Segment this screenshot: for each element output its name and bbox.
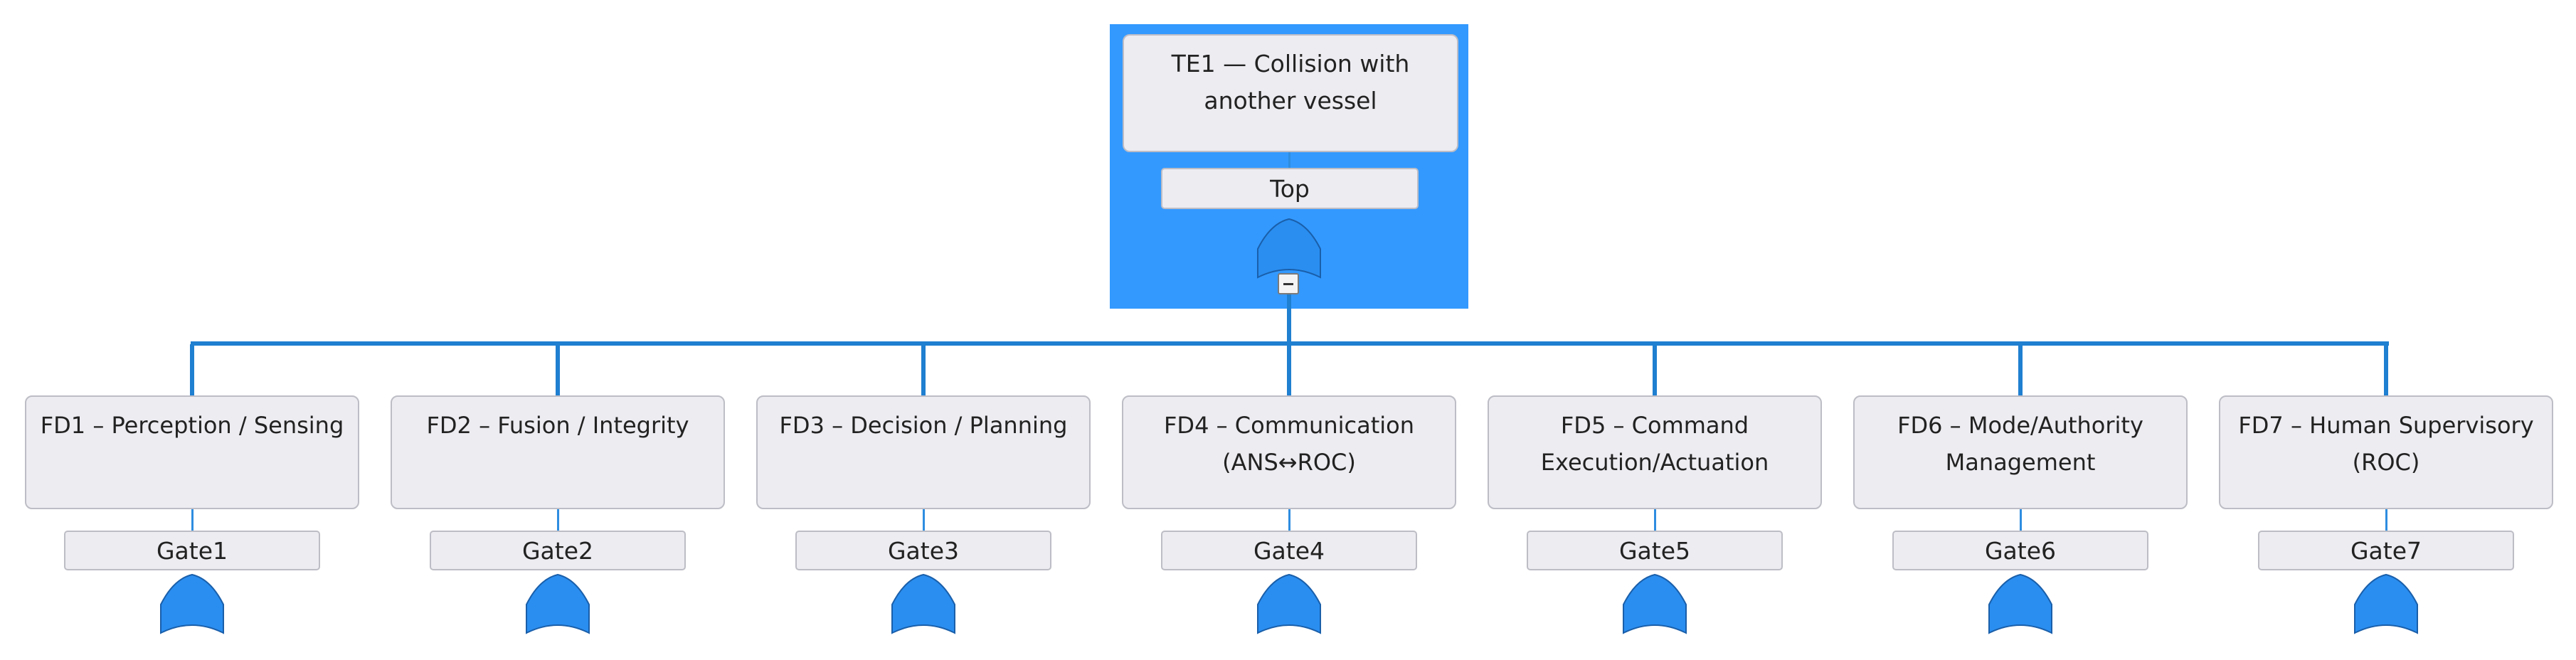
child-gate-label-text: Gate2 bbox=[521, 536, 594, 565]
branch-connector bbox=[2384, 344, 2388, 395]
child-gate-label-text: Gate5 bbox=[1618, 536, 1691, 565]
or-gate-icon[interactable] bbox=[891, 573, 956, 634]
child-event-box[interactable]: FD2 – Fusion / Integrity bbox=[391, 395, 725, 509]
child-event-box[interactable]: FD1 – Perception / Sensing bbox=[25, 395, 359, 509]
child-event-title: FD3 – Decision / Planning bbox=[779, 412, 1068, 439]
top-event-box[interactable]: TE1 — Collision with another vessel bbox=[1123, 34, 1458, 152]
child-gate-label[interactable]: Gate4 bbox=[1161, 531, 1417, 570]
child-gate-label[interactable]: Gate2 bbox=[430, 531, 686, 570]
child-event-box[interactable]: FD3 – Decision / Planning bbox=[756, 395, 1091, 509]
child-gate-label[interactable]: Gate3 bbox=[795, 531, 1051, 570]
gate-connector bbox=[1288, 509, 1290, 531]
gate-connector bbox=[557, 509, 559, 531]
trunk-connector bbox=[1287, 294, 1291, 346]
child-gate-label-text: Gate6 bbox=[1984, 536, 2057, 565]
child-gate-label[interactable]: Gate5 bbox=[1527, 531, 1783, 570]
branch-connector bbox=[556, 344, 560, 395]
child-event-title: FD5 – Command Execution/Actuation bbox=[1540, 412, 1769, 476]
minus-icon bbox=[1283, 282, 1293, 285]
child-event-box[interactable]: FD4 – Communication (ANS↔ROC) bbox=[1122, 395, 1456, 509]
child-gate-label-text: Gate7 bbox=[2350, 536, 2422, 565]
or-gate-icon[interactable] bbox=[159, 573, 225, 634]
or-gate-icon[interactable] bbox=[2353, 573, 2419, 634]
or-gate-icon[interactable] bbox=[1256, 573, 1322, 634]
child-event-title: FD6 – Mode/Authority Management bbox=[1897, 412, 2143, 476]
child-event-title: FD4 – Communication (ANS↔ROC) bbox=[1164, 412, 1414, 476]
branch-connector bbox=[921, 344, 926, 395]
child-gate-label[interactable]: Gate7 bbox=[2258, 531, 2514, 570]
top-event-title: TE1 — Collision with another vessel bbox=[1171, 50, 1410, 115]
gate-connector bbox=[2020, 509, 2022, 531]
gate-connector bbox=[191, 509, 194, 531]
top-event-connector bbox=[1288, 152, 1290, 169]
child-event-title: FD7 – Human Supervisory (ROC) bbox=[2238, 412, 2534, 476]
branch-connector bbox=[190, 344, 194, 395]
child-event-title: FD2 – Fusion / Integrity bbox=[426, 412, 689, 439]
or-gate-icon[interactable] bbox=[1988, 573, 2053, 634]
gate-connector bbox=[923, 509, 925, 531]
gate-connector bbox=[2385, 509, 2387, 531]
child-gate-label-text: Gate1 bbox=[156, 536, 228, 565]
collapse-button[interactable] bbox=[1278, 273, 1299, 294]
or-gate-icon[interactable] bbox=[1622, 573, 1687, 634]
child-gate-label-text: Gate3 bbox=[887, 536, 960, 565]
gate-connector bbox=[1654, 509, 1656, 531]
child-event-box[interactable]: FD6 – Mode/Authority Management bbox=[1853, 395, 2188, 509]
child-event-box[interactable]: FD5 – Command Execution/Actuation bbox=[1488, 395, 1822, 509]
horizontal-bus bbox=[191, 341, 2389, 346]
branch-connector bbox=[1287, 344, 1291, 395]
child-gate-label[interactable]: Gate1 bbox=[64, 531, 320, 570]
child-event-box[interactable]: FD7 – Human Supervisory (ROC) bbox=[2219, 395, 2553, 509]
or-gate-icon[interactable] bbox=[525, 573, 590, 634]
child-event-title: FD1 – Perception / Sensing bbox=[40, 412, 344, 439]
top-gate-label-text: Top bbox=[1270, 174, 1310, 203]
top-or-gate-icon[interactable] bbox=[1256, 218, 1322, 279]
top-gate-label[interactable]: Top bbox=[1161, 168, 1419, 209]
child-gate-label-text: Gate4 bbox=[1253, 536, 1325, 565]
branch-connector bbox=[1653, 344, 1657, 395]
branch-connector bbox=[2018, 344, 2023, 395]
child-gate-label[interactable]: Gate6 bbox=[1892, 531, 2148, 570]
